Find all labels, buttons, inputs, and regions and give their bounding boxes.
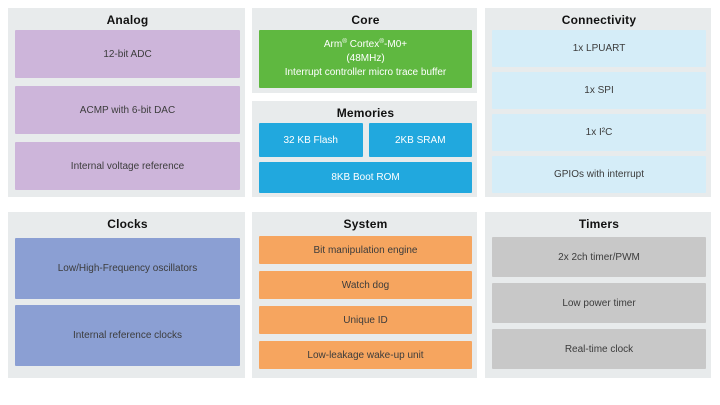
panel-memories-boxes: 32 KB Flash 2KB SRAM 8KB Boot ROM [259,123,472,193]
block-watchdog: Watch dog [259,271,472,299]
panel-analog-boxes: 12-bit ADC ACMP with 6-bit DAC Internal … [15,30,240,190]
text-fragment: Arm [323,39,343,50]
block-i2c: 1x I²C [492,114,706,151]
panel-analog: Analog 12-bit ADC ACMP with 6-bit DAC In… [8,8,245,197]
block-low-leakage-wakeup-unit: Low-leakage wake-up unit [259,341,472,369]
block-timer-pwm: 2x 2ch timer/PWM [492,237,706,277]
block-lf-hf-oscillators: Low/High-Frequency oscillators [15,238,240,299]
panel-core: Core Arm® Cortex®-M0+ (48MHz) Interrupt … [252,8,477,93]
block-unique-id: Unique ID [259,306,472,334]
block-bit-manipulation-engine: Bit manipulation engine [259,236,472,264]
panel-system-title: System [343,217,388,231]
block-boot-rom: 8KB Boot ROM [259,162,472,193]
block-arm-cortex-m0plus: Arm® Cortex®-M0+ (48MHz) Interrupt contr… [259,30,472,88]
panel-connectivity-title: Connectivity [561,13,637,27]
panel-core-title: Core [351,13,380,27]
block-gpio-interrupt: GPIOs with interrupt [492,156,706,193]
block-real-time-clock: Real-time clock [492,329,706,369]
block-low-power-timer: Low power timer [492,283,706,323]
block-spi: 1x SPI [492,72,706,109]
cpu-name-line: Arm® Cortex®-M0+ [324,38,407,52]
block-internal-voltage-reference: Internal voltage reference [15,142,240,190]
panel-timers-boxes: 2x 2ch timer/PWM Low power timer Real-ti… [492,237,706,369]
panel-core-boxes: Arm® Cortex®-M0+ (48MHz) Interrupt contr… [259,30,472,88]
block-lpuart: 1x LPUART [492,30,706,67]
memories-top-row: 32 KB Flash 2KB SRAM [259,123,472,157]
panel-connectivity: Connectivity 1x LPUART 1x SPI 1x I²C GPI… [485,8,711,197]
panel-system-boxes: Bit manipulation engine Watch dog Unique… [259,236,472,369]
block-acmp-with-dac: ACMP with 6-bit DAC [15,86,240,134]
cpu-frequency-line: (48MHz) [346,53,385,64]
panel-clocks: Clocks Low/High-Frequency oscillators In… [8,212,245,378]
panel-clocks-title: Clocks [107,217,148,231]
block-12-bit-adc: 12-bit ADC [15,30,240,78]
text-fragment: -M0+ [384,39,408,50]
panel-analog-title: Analog [106,13,149,27]
panel-timers-title: Timers [578,217,620,231]
registered-trademark-symbol: ® [379,38,385,45]
panel-clocks-boxes: Low/High-Frequency oscillators Internal … [15,238,240,366]
panel-memories: Memories 32 KB Flash 2KB SRAM 8KB Boot R… [252,101,477,197]
block-sram: 2KB SRAM [368,123,472,157]
panel-connectivity-boxes: 1x LPUART 1x SPI 1x I²C GPIOs with inter… [492,30,706,193]
panel-memories-title: Memories [336,106,395,120]
block-flash: 32 KB Flash [259,123,363,157]
panel-system: System Bit manipulation engine Watch dog… [252,212,477,378]
text-fragment: Cortex [347,39,380,50]
panel-timers: Timers 2x 2ch timer/PWM Low power timer … [485,212,711,378]
registered-trademark-symbol: ® [342,38,348,45]
block-internal-reference-clocks: Internal reference clocks [15,305,240,366]
cpu-features-line: Interrupt controller micro trace buffer [284,67,447,78]
